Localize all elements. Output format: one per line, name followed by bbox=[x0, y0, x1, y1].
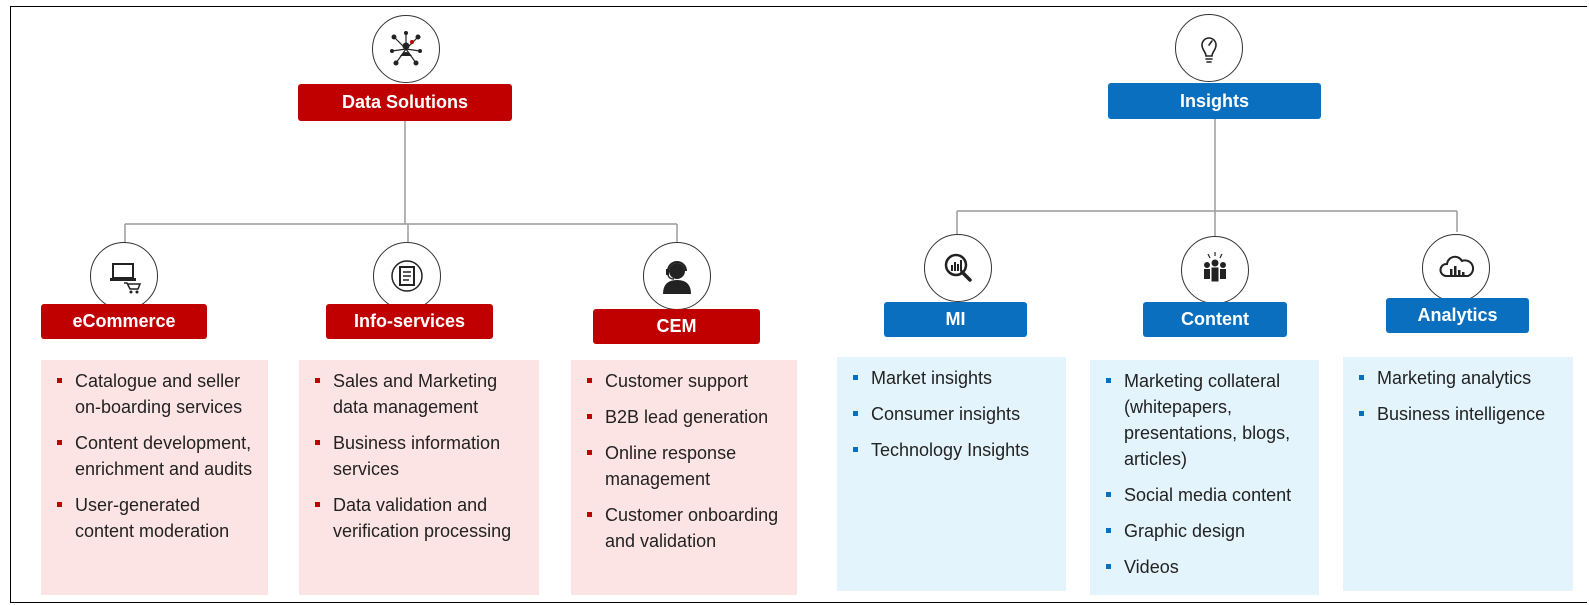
list-item: Technology Insights bbox=[851, 437, 1058, 463]
list-item: User-generated content moderation bbox=[55, 492, 260, 544]
list-item: Marketing analytics bbox=[1357, 365, 1565, 391]
list-item: Sales and Marketing data management bbox=[313, 368, 531, 420]
list-item: Market insights bbox=[851, 365, 1058, 391]
content-header: Content bbox=[1143, 302, 1287, 337]
cem-list: Customer support B2B lead generation Onl… bbox=[571, 360, 797, 595]
list-item: Videos bbox=[1104, 554, 1311, 580]
ecommerce-list: Catalogue and seller on-boarding service… bbox=[41, 360, 268, 595]
content-list: Marketing collateral (whitepapers, prese… bbox=[1090, 360, 1319, 595]
cloud-chart-icon bbox=[1422, 234, 1490, 302]
data-solutions-header: Data Solutions bbox=[298, 84, 512, 121]
list-item: Social media content bbox=[1104, 482, 1311, 508]
document-icon bbox=[373, 242, 441, 310]
list-item: Marketing collateral (whitepapers, prese… bbox=[1104, 368, 1311, 472]
network-people-icon bbox=[372, 15, 440, 83]
list-item: Business information services bbox=[313, 430, 531, 482]
ecommerce-header: eCommerce bbox=[41, 304, 207, 339]
analytics-list: Marketing analytics Business intelligenc… bbox=[1343, 357, 1573, 591]
list-item: Content development, enrichment and audi… bbox=[55, 430, 260, 482]
list-item: Customer support bbox=[585, 368, 789, 394]
list-item: B2B lead generation bbox=[585, 404, 789, 430]
mi-list: Market insights Consumer insights Techno… bbox=[837, 357, 1066, 591]
info-services-list: Sales and Marketing data management Busi… bbox=[299, 360, 539, 595]
list-item: Consumer insights bbox=[851, 401, 1058, 427]
diagram-frame bbox=[10, 6, 1587, 603]
analytics-header: Analytics bbox=[1386, 298, 1529, 333]
lightbulb-icon bbox=[1175, 14, 1243, 82]
list-item: Graphic design bbox=[1104, 518, 1311, 544]
headset-agent-icon bbox=[643, 242, 711, 310]
team-presentation-icon bbox=[1181, 236, 1249, 304]
laptop-cart-icon bbox=[90, 242, 158, 310]
list-item: Customer onboarding and validation bbox=[585, 502, 789, 554]
list-item: Catalogue and seller on-boarding service… bbox=[55, 368, 260, 420]
list-item: Data validation and verification process… bbox=[313, 492, 531, 544]
cem-header: CEM bbox=[593, 309, 760, 344]
list-item: Business intelligence bbox=[1357, 401, 1565, 427]
info-services-header: Info-services bbox=[326, 304, 493, 339]
magnifier-chart-icon bbox=[924, 234, 992, 302]
mi-header: MI bbox=[884, 302, 1027, 337]
list-item: Online response management bbox=[585, 440, 789, 492]
insights-header: Insights bbox=[1108, 83, 1321, 119]
